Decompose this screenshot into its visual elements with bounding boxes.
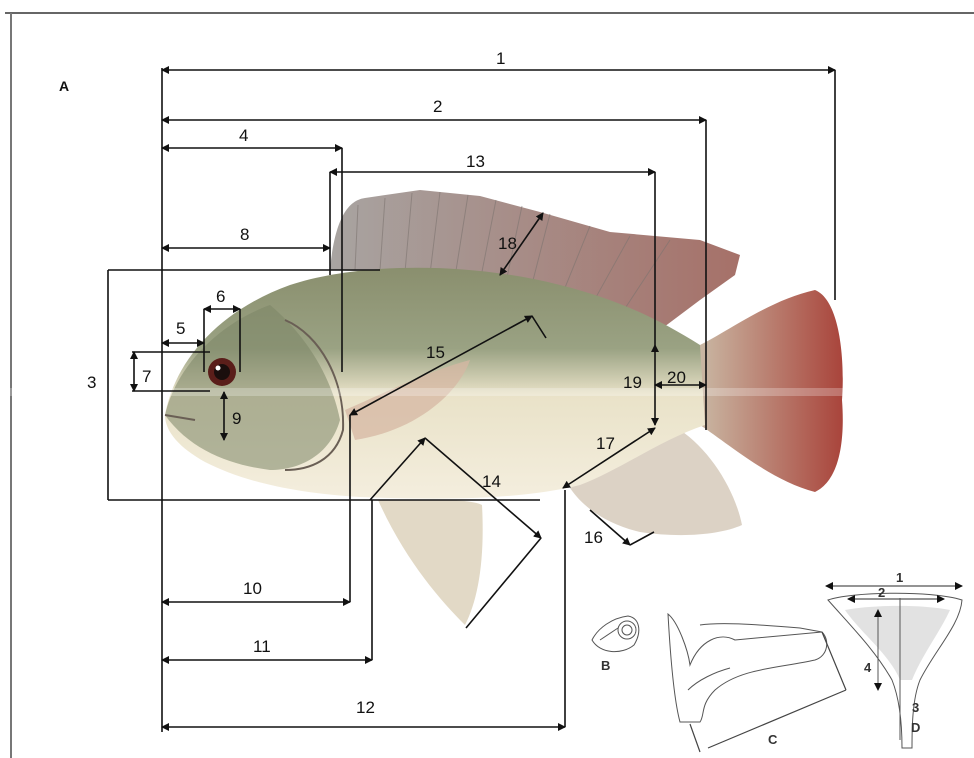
measure-label-17: 17 (596, 434, 615, 453)
measure-label-19: 19 (623, 373, 642, 392)
measure-label-11: 11 (253, 637, 271, 656)
panel-label-b: B (601, 658, 610, 673)
inset-c: C (668, 614, 846, 752)
measure-label-2: 2 (433, 97, 442, 116)
measure-label-13: 13 (466, 152, 485, 171)
measure-label-1: 1 (496, 49, 505, 68)
measure-label-7: 7 (142, 367, 151, 386)
panel-label-c: C (768, 732, 778, 747)
measure-label-9: 9 (232, 409, 241, 428)
bone-label-1: 1 (896, 570, 903, 585)
measure-label-10: 10 (243, 579, 262, 598)
measure-label-6: 6 (216, 287, 225, 306)
inset-d: 1 2 3 4 D (826, 570, 962, 748)
measure-label-12: 12 (356, 698, 375, 717)
measure-label-3: 3 (87, 373, 96, 392)
measure-label-5: 5 (176, 319, 185, 338)
measure-label-14: 14 (482, 472, 501, 491)
bone-label-4: 4 (864, 660, 872, 675)
panel-label-a: A (59, 78, 69, 94)
fish-illustration (165, 190, 843, 625)
panel-label-d: D (911, 720, 920, 735)
measure-label-18: 18 (498, 234, 517, 253)
pelvic-fin (378, 500, 483, 625)
measure-label-15: 15 (426, 343, 445, 362)
measure-label-8: 8 (240, 225, 249, 244)
measure-label-4: 4 (239, 126, 248, 145)
bone-label-2: 2 (878, 585, 885, 600)
measure-label-20: 20 (667, 368, 686, 387)
measure-label-16: 16 (584, 528, 603, 547)
fold-band (0, 388, 974, 396)
bone-label-3: 3 (912, 700, 919, 715)
inset-b: B (592, 616, 639, 673)
